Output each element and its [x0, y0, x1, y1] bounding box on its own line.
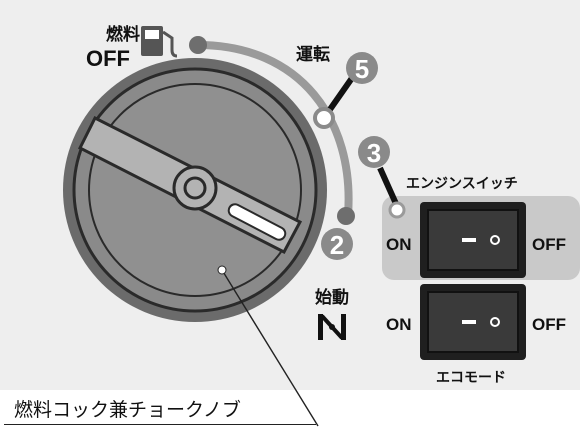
fuel-off-node [189, 36, 207, 54]
start-node [337, 207, 355, 225]
run-label: 運転 [296, 44, 330, 65]
eco-switch-title: エコモード [436, 370, 506, 386]
marker-5: 5 [346, 52, 378, 84]
start-label: 始動 [315, 287, 349, 308]
run-node [313, 107, 335, 129]
svg-text:5: 5 [355, 54, 369, 84]
switch-link-line [377, 166, 400, 208]
eco-switch-off-label: OFF [532, 315, 566, 334]
engine-switch-title: エンジンスイッチ [406, 176, 518, 192]
eco-switch-rocker[interactable] [420, 284, 526, 360]
knob-caption: 燃料コック兼チョークノブ [14, 399, 241, 421]
switch-node [388, 201, 406, 219]
marker-3: 3 [358, 136, 390, 168]
marker-2: 2 [321, 228, 353, 260]
svg-text:2: 2 [330, 230, 344, 260]
fuel-label-off: OFF [86, 46, 130, 71]
fuel-label-kanji: 燃料 [106, 24, 140, 45]
caption-leader-line [221, 269, 319, 427]
fuel-choke-knob[interactable] [63, 58, 327, 322]
engine-switch-rocker[interactable] [420, 202, 526, 278]
caption-leader-dot [217, 265, 227, 275]
eco-switch-on-label: ON [386, 315, 412, 334]
svg-text:3: 3 [367, 138, 381, 168]
fuel-pump-icon [141, 26, 178, 58]
selector-arc [194, 41, 353, 219]
choke-n-icon [318, 314, 346, 340]
engine-switch-off-label: OFF [532, 235, 566, 254]
engine-switch-on-label: ON [386, 235, 412, 254]
caption-underline [4, 424, 316, 425]
